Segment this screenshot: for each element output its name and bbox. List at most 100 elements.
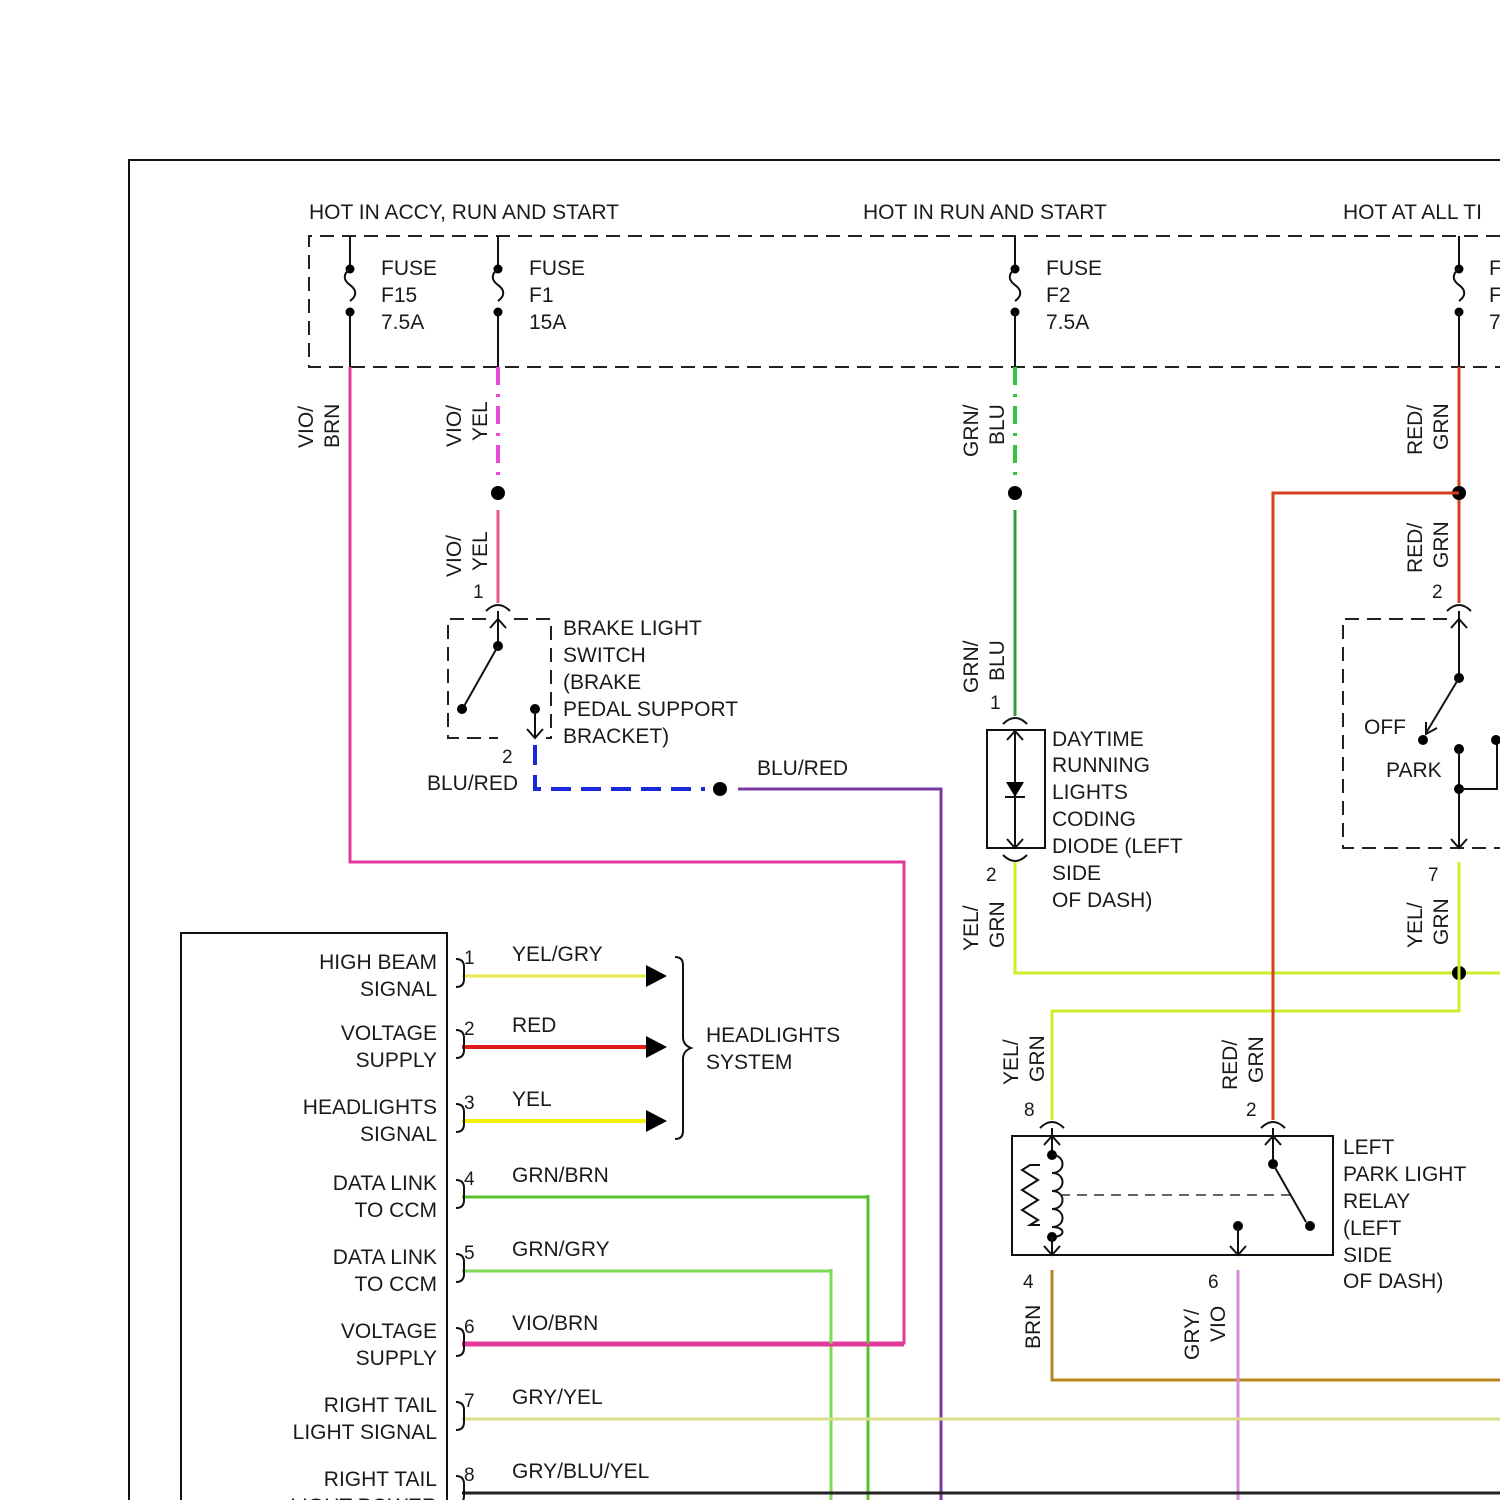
wire-red-grn-label-b: GRN [1430,403,1453,450]
connector-bracket [456,1030,464,1058]
arrow-icon [646,965,667,987]
relay-pin-4: 4 [1023,1272,1034,1293]
connector-bracket [456,1180,464,1208]
switch-pin-7: 7 [1428,865,1439,886]
relay-label-4: (LEFT [1343,1217,1402,1240]
module-wire-label: GRY/YEL [512,1386,603,1409]
wire-red-grn-label-f: GRN [1245,1036,1268,1083]
module-row: HEADLIGHTS SIGNAL 3 YEL [303,1088,667,1146]
splice-vio-yel [491,486,505,500]
headlights-system-label-1: HEADLIGHTS [706,1024,840,1047]
wire-red-grn-label-a: RED/ [1404,405,1427,455]
module-wire-label: VIO/BRN [512,1312,598,1335]
splice-grn-blu [1008,486,1022,500]
connector-bracket [456,1104,464,1132]
module-row-label: TO CCM [355,1273,437,1296]
module-row-label: VOLTAGE [341,1022,437,1045]
module-wire-label: RED [512,1014,556,1037]
fuse-right-name: F [1489,257,1500,280]
module-row: VOLTAGESUPPLY6VIO/BRN [341,1312,904,1370]
fuse-f15-name: FUSE [381,257,437,280]
module-row-label: VOLTAGE [341,1320,437,1343]
relay-pin-6: 6 [1208,1272,1219,1293]
headlight-switch: 2 OFF PARK 7 [1343,582,1500,886]
relay-label-2: PARK LIGHT [1343,1163,1466,1186]
arrow-icon [646,1036,667,1058]
wire-brn-label: BRN [1022,1305,1045,1349]
module-pin-number: 4 [464,1169,475,1190]
brake-switch-label-1: BRAKE LIGHT [563,617,702,640]
wire-gry-vio-label-b: VIO [1207,1306,1230,1342]
brake-light-switch: 1 BRAKE LIGHT SWITCH (BRAKE PEDAL SUPPOR… [448,582,738,768]
fuse-f15-id: F15 [381,284,417,307]
fuse-f1-id: F1 [529,284,554,307]
brake-switch-label-4: PEDAL SUPPORT [563,698,738,721]
wire-red-grn-label-c: RED/ [1404,523,1427,573]
module-wire-label: GRY/BLU/YEL [512,1460,649,1483]
module-row-label: SUPPLY [356,1347,437,1370]
module-row-label: DATA LINK [333,1172,437,1195]
arrow-icon [646,1110,667,1132]
wire-vio-yel-label-c: VIO/ [443,535,466,577]
headlights-brace [675,957,691,1139]
module-row-label: RIGHT TAIL [324,1394,437,1417]
module-pin-number: 3 [464,1093,475,1114]
switch-off-label: OFF [1364,716,1406,739]
wire-vio-yel-label-d: YEL [469,531,492,571]
switch-park-label: PARK [1386,759,1442,782]
header-all-times: HOT AT ALL TI [1343,201,1482,224]
fuse-box-outline [309,236,1500,367]
header-accy-run-start: HOT IN ACCY, RUN AND START [309,201,619,224]
module-wire-label: YEL [512,1088,552,1111]
wire-blu-red [738,789,941,1500]
relay-label-1: LEFT [1343,1136,1395,1159]
brake-switch-label-2: SWITCH [563,644,646,667]
wire-grn-blu-label-c: GRN/ [960,640,983,693]
module-row: VOLTAGE SUPPLY 2 RED [341,1014,667,1072]
module-wire-label: GRN/BRN [512,1164,609,1187]
fuse-f2-name: FUSE [1046,257,1102,280]
wire-yel-grn-label-f: GRN [1026,1035,1049,1082]
brake-switch-pin-1: 1 [473,582,484,603]
wire-vio-brn-label-b: BRN [321,404,344,448]
headlights-system-label-2: SYSTEM [706,1051,792,1074]
diode-label-7: OF DASH) [1052,889,1152,912]
left-park-light-relay: 8 2 LEFT PARK LIGHT RELAY (LEFT SIDE OF … [1012,1100,1466,1293]
module-row-label: SUPPLY [356,1049,437,1072]
relay-pin-8: 8 [1024,1100,1035,1121]
diode-label-4: CODING [1052,808,1136,831]
wire-red-grn-label-d: GRN [1430,521,1453,568]
relay-label-6: OF DASH) [1343,1270,1443,1293]
relay-pin-2: 2 [1246,1100,1257,1121]
module-row-label: RIGHT TAIL [324,1468,437,1491]
module-wire-label: YEL/GRY [512,943,603,966]
wire-vio-brn-label-a: VIO/ [295,406,318,448]
wire-blu-red-label-b: BLU/RED [757,757,848,780]
wire-yel-grn-label-b: GRN [986,901,1009,948]
diode-label-5: DIODE (LEFT [1052,835,1183,858]
brake-switch-label-5: BRACKET) [563,725,669,748]
module-row-label: HEADLIGHTS [303,1096,437,1119]
module-row-label: SIGNAL [360,1123,437,1146]
diode-pin-2: 2 [986,865,997,886]
wire-gry-vio-label-a: GRY/ [1181,1309,1204,1360]
diagram-frame [129,160,1500,1500]
fuse-f1: FUSE F1 15A [493,236,585,367]
relay-label-5: SIDE [1343,1244,1392,1267]
fuse-f2-id: F2 [1046,284,1071,307]
connector-bracket [456,959,464,987]
module-pin-number: 2 [464,1019,475,1040]
module-pin-number: 7 [464,1391,475,1412]
module-row-label: LIGHT SIGNAL [293,1421,437,1444]
wire-blu-red-connector [535,745,705,789]
splice-blu-red [713,782,727,796]
fuse-f1-rating: 15A [529,311,566,334]
fuse-f15: FUSE F15 7.5A [345,236,437,367]
relay-label-3: RELAY [1343,1190,1410,1213]
module-row-label: LIGHT POWER [290,1495,437,1500]
